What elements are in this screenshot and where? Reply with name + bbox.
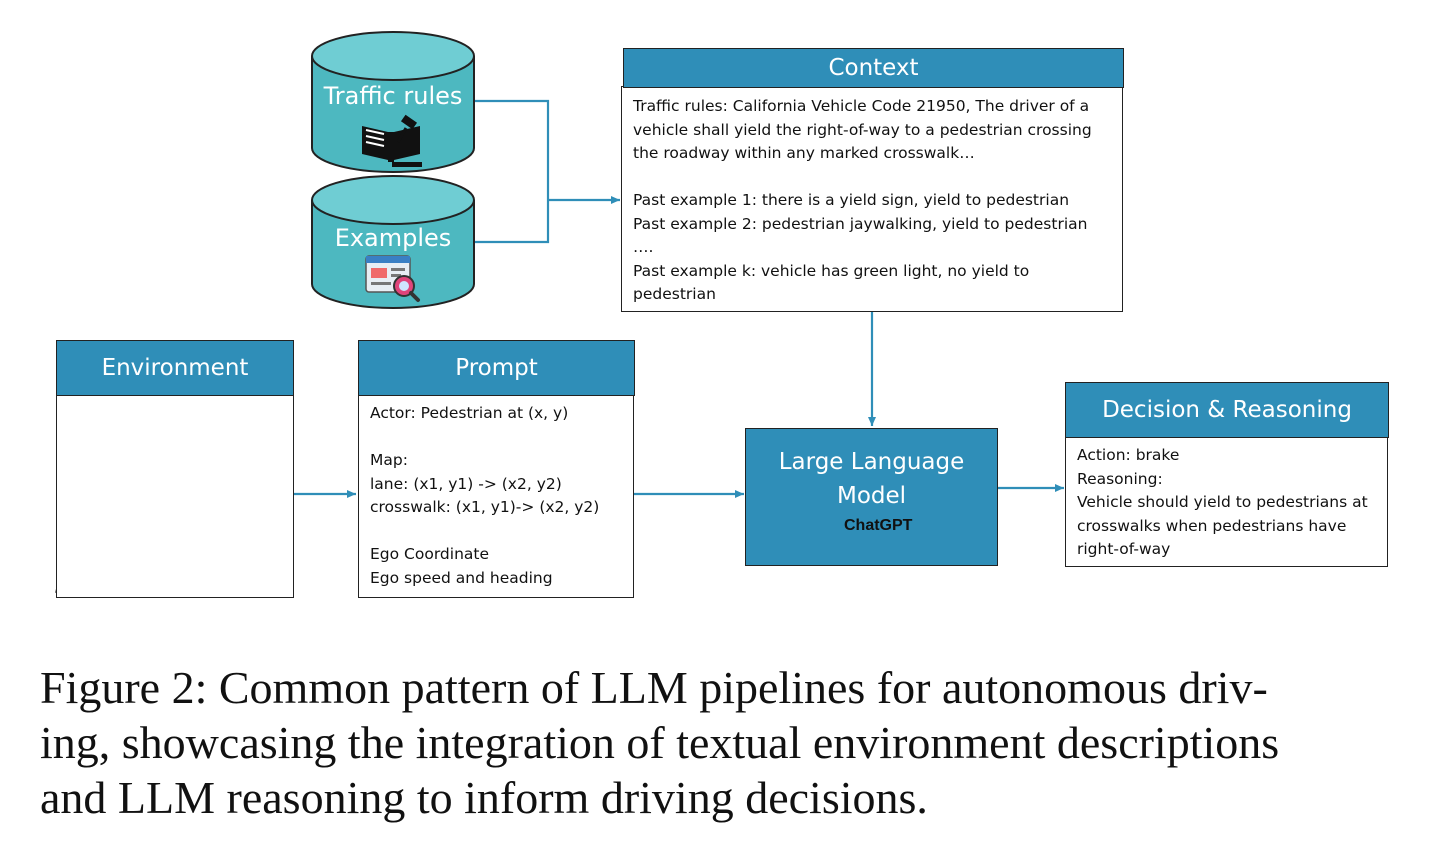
prompt-box: Actor: Pedestrian at (x, y) Map: lane: (… <box>358 394 634 598</box>
prompt-line: Ego Coordinate <box>370 545 490 563</box>
llm-title-line1: Large Language <box>778 449 965 475</box>
caption-line: ing, showcasing the integration of textu… <box>40 717 1280 768</box>
context-line: the roadway within any marked crosswalk… <box>633 144 975 162</box>
decision-line: right-of-way <box>1077 540 1171 558</box>
environment-box <box>56 394 294 598</box>
context-text: Traffic rules: California Vehicle Code 2… <box>633 95 1113 307</box>
decision-line: crosswalks when pedestrians have <box>1077 516 1347 535</box>
context-line: Past example 2: pedestrian jaywalking, y… <box>633 214 1088 233</box>
environment-title: Environment <box>56 340 294 396</box>
decision-box: Action: brake Reasoning: Vehicle should … <box>1065 436 1388 567</box>
context-line: …. <box>633 238 654 256</box>
prompt-text: Actor: Pedestrian at (x, y) Map: lane: (… <box>370 402 628 590</box>
context-line: Traffic rules: California Vehicle Code 2… <box>633 97 1090 115</box>
prompt-line: Map: <box>370 451 408 469</box>
examples-database <box>311 175 475 309</box>
prompt-line: Ego speed and heading <box>370 568 553 587</box>
traffic-rules-database <box>311 31 475 173</box>
prompt-line: Actor: Pedestrian at (x, y) <box>370 404 569 422</box>
prompt-line <box>370 520 628 544</box>
connector-traffic-rules <box>474 99 550 200</box>
examples-label: Examples <box>334 224 452 252</box>
decision-line: Reasoning: <box>1077 469 1163 488</box>
prompt-line: lane: (x1, y1) -> (x2, y2) <box>370 474 562 493</box>
decision-title: Decision & Reasoning <box>1065 382 1389 438</box>
book-gavel-icon <box>362 114 422 167</box>
decision-line: Vehicle should yield to pedestrians at <box>1077 493 1368 511</box>
llm-title-line2: Model <box>836 483 907 509</box>
prompt-line <box>370 426 628 450</box>
document-search-icon <box>365 255 420 302</box>
decision-text: Action: brake Reasoning: Vehicle should … <box>1077 444 1377 562</box>
context-line: Past example k: vehicle has green light,… <box>633 261 1030 280</box>
caption-line: Figure 2: Common pattern of LLM pipeline… <box>40 662 1268 713</box>
context-line: pedestrian <box>633 285 716 303</box>
figure-caption: Figure 2: Common pattern of LLM pipeline… <box>40 660 1420 825</box>
decision-action: Action: brake <box>1077 446 1180 464</box>
chatgpt-logo-text: ChatGPT <box>844 517 913 534</box>
connector-examples <box>474 200 550 244</box>
prompt-line: crosswalk: (x1, y1)-> (x2, y2) <box>370 498 600 516</box>
traffic-rules-label: Traffic rules <box>323 82 463 110</box>
context-title: Context <box>623 48 1124 88</box>
prompt-title: Prompt <box>358 340 635 396</box>
context-line <box>633 166 1113 190</box>
context-box: Traffic rules: California Vehicle Code 2… <box>621 86 1123 312</box>
llm-box: Large Language Model ChatGPT <box>745 428 998 566</box>
context-line: Past example 1: there is a yield sign, y… <box>633 191 1070 209</box>
context-line: vehicle shall yield the right-of-way to … <box>633 120 1092 139</box>
caption-line: and LLM reasoning to inform driving deci… <box>40 772 928 823</box>
